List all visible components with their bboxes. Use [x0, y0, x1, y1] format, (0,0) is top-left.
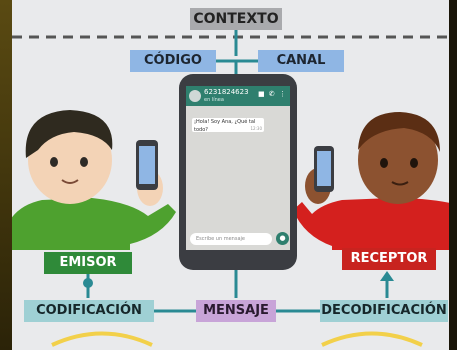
label-canal: CANAL — [258, 50, 344, 72]
yellow-arrow-left — [51, 331, 153, 347]
receptor-smile — [391, 181, 409, 186]
receptor-face — [358, 116, 438, 204]
diagram-graphics — [12, 30, 449, 347]
receptor-hair — [358, 112, 440, 152]
microphone-icon: ● — [276, 232, 289, 245]
frame-right-edge — [449, 0, 457, 350]
emisor-eye-right — [80, 157, 88, 167]
label-mensaje: MENSAJE — [196, 300, 276, 322]
chat-message-text: ¡Hola! Soy Ana, ¿Qué tal todo? — [194, 119, 256, 133]
label-codigo: CÓDIGO — [130, 50, 216, 72]
chat-message-bubble: ¡Hola! Soy Ana, ¿Qué tal todo? 12:30 — [192, 118, 264, 133]
communication-diagram-panel: 6231824623 en línea ■ ✆ ⋮ ¡Hola! Soy Ana… — [12, 0, 449, 350]
phone-call-icon: ✆ — [268, 90, 276, 98]
emisor-hair — [25, 110, 113, 158]
contact-avatar — [189, 90, 201, 102]
compose-field: Escribe un mensaje — [190, 233, 272, 245]
label-receptor: RECEPTOR — [342, 248, 436, 270]
video-call-icon: ■ — [258, 90, 266, 98]
chat-header: 6231824623 en línea ■ ✆ ⋮ — [186, 86, 290, 106]
label-emisor: EMISOR — [44, 252, 132, 274]
menu-dots-icon: ⋮ — [279, 90, 287, 98]
yellow-arrow-right — [321, 331, 423, 347]
label-decodificacion: DECODIFICACIÓN — [320, 300, 448, 322]
central-phone: 6231824623 en línea ■ ✆ ⋮ ¡Hola! Soy Ana… — [179, 74, 297, 270]
receptor-eye-left — [380, 158, 388, 168]
contact-number: 6231824623 — [204, 88, 249, 96]
emisor-smile — [61, 179, 79, 184]
phone-screen: 6231824623 en línea ■ ✆ ⋮ ¡Hola! Soy Ana… — [186, 86, 290, 250]
emisor-person — [12, 110, 176, 250]
emisor-body — [12, 198, 176, 250]
chat-message-time: 12:30 — [250, 126, 262, 131]
receptor-phone-screen — [317, 151, 331, 186]
chat-header-icons: ■ ✆ ⋮ — [258, 90, 287, 98]
emisor-connector-dot — [83, 278, 93, 288]
emisor-phone-screen — [139, 146, 155, 184]
receptor-eye-right — [410, 158, 418, 168]
receptor-arrow-head — [380, 271, 394, 281]
label-contexto: CONTEXTO — [190, 8, 282, 30]
receptor-person — [293, 112, 449, 250]
compose-placeholder: Escribe un mensaje — [196, 236, 245, 242]
contact-status: en línea — [204, 97, 224, 103]
label-codificacion: CODIFICACIÓN — [24, 300, 154, 322]
receptor-body — [293, 198, 449, 250]
frame-left-edge — [0, 0, 12, 350]
emisor-eye-left — [50, 157, 58, 167]
